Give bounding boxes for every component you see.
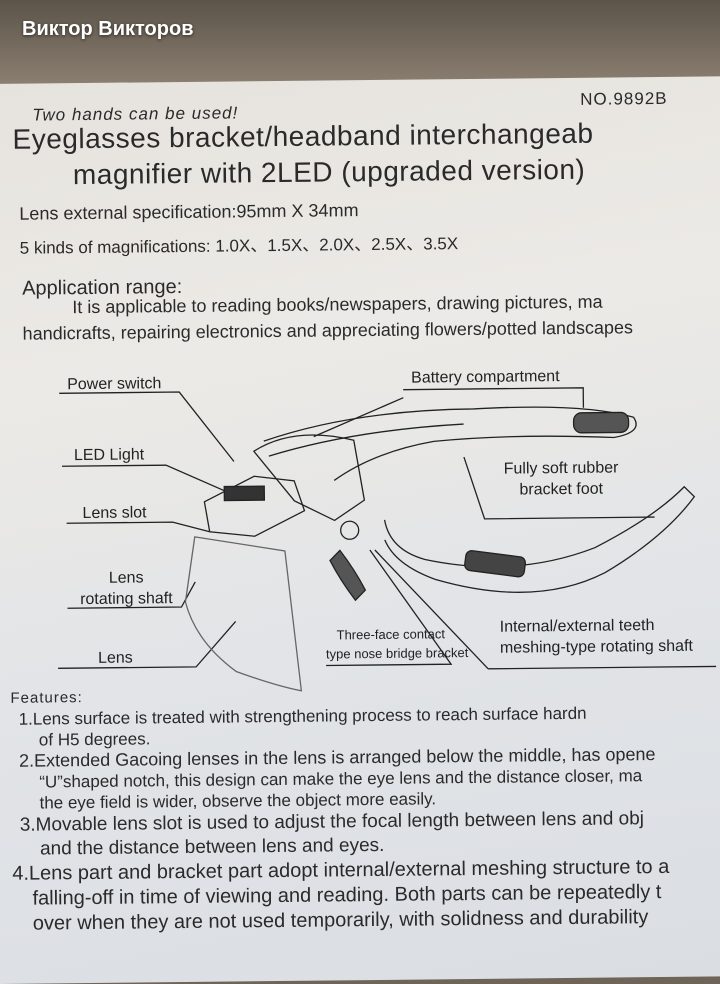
label-lens-rotating-shaft: Lens rotating shaft (71, 567, 181, 610)
instruction-sheet: Two hands can be used! NO.9892B Eyeglass… (0, 76, 720, 984)
label-battery-compartment: Battery compartment (411, 368, 560, 387)
label-nose-1: Three-face contact (336, 626, 446, 643)
label-nose-bridge-bracket: Three-face contact type nose bridge brac… (325, 624, 469, 663)
background-top (0, 0, 720, 90)
label-teeth-1: Internal/external teeth (499, 617, 655, 636)
label-lens-rotating-shaft-1: Lens (108, 569, 144, 587)
label-lens-slot: Lens slot (82, 504, 147, 523)
label-rubber-1: Fully soft rubber (503, 459, 619, 478)
label-led-light: LED Light (73, 446, 145, 465)
label-power-switch: Power switch (67, 375, 162, 394)
features-section: Features: 1.Lens surface is treated with… (10, 680, 720, 937)
label-teeth-2: meshing-type rotating shaft (499, 637, 694, 657)
label-rubber-bracket-foot: Fully soft rubber bracket foot (486, 457, 636, 501)
label-lens: Lens (97, 649, 133, 667)
magnifier-diagram (58, 387, 717, 692)
label-nose-2: type nose bridge bracket (325, 645, 469, 662)
label-lens-rotating-shaft-2: rotating shaft (80, 590, 173, 609)
label-rotating-shaft: Internal/external teeth meshing-type rot… (500, 615, 693, 659)
label-rubber-2: bracket foot (519, 480, 604, 499)
username-overlay: Виктор Викторов (22, 18, 194, 40)
